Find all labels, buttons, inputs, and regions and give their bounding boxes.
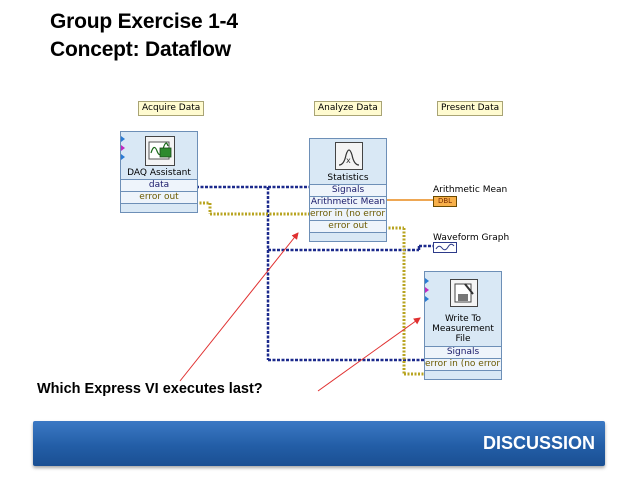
write-file-name-line2: Measurement bbox=[432, 324, 494, 334]
svg-text:x: x bbox=[346, 156, 351, 165]
analyze-data-label: Analyze Data bbox=[314, 101, 382, 116]
daq-error-output[interactable]: error out bbox=[121, 191, 197, 203]
waveform-graph-terminal[interactable] bbox=[433, 242, 457, 253]
statistics-name: Statistics bbox=[327, 173, 369, 183]
present-data-label: Present Data bbox=[437, 101, 504, 116]
arrow-to-statistics bbox=[179, 232, 299, 382]
waveform-icon bbox=[435, 243, 455, 251]
waveform-graph-indicator-label: Waveform Graph bbox=[433, 233, 510, 243]
discussion-banner-text: DISCUSSION bbox=[482, 433, 595, 453]
error-wire-statistics-to-write bbox=[385, 226, 427, 376]
question-text: Which Express VI executes last? bbox=[37, 381, 263, 397]
write-file-name-line3: File bbox=[455, 334, 471, 344]
arithmetic-mean-terminal[interactable]: DBL bbox=[433, 196, 457, 207]
write-file-name-line1: Write To bbox=[444, 314, 482, 324]
statistics-mean-output[interactable]: Arithmetic Mean bbox=[310, 196, 386, 208]
slide-title-line2: Concept: Dataflow bbox=[50, 38, 231, 61]
error-wire-daq-to-statistics bbox=[196, 201, 313, 216]
arithmetic-mean-indicator-label: Arithmetic Mean bbox=[433, 185, 508, 195]
daq-assistant-name: DAQ Assistant bbox=[127, 168, 191, 178]
data-wire-to-waveform-graph bbox=[268, 244, 433, 252]
statistics-icon: x bbox=[335, 142, 363, 170]
statistics-signals-input[interactable]: Signals bbox=[310, 184, 386, 196]
slide-title-line1: Group Exercise 1-4 bbox=[50, 10, 238, 33]
statistics-error-input[interactable]: error in (no error) bbox=[310, 208, 386, 220]
daq-assistant-vi[interactable]: DAQ Assistant data error out bbox=[120, 131, 198, 213]
acquire-data-label: Acquire Data bbox=[138, 101, 205, 116]
statistics-error-output[interactable]: error out bbox=[310, 220, 386, 232]
write-file-icon bbox=[450, 279, 478, 307]
daq-data-output[interactable]: data bbox=[121, 179, 197, 191]
daq-assistant-icon bbox=[145, 136, 175, 166]
discussion-banner: DISCUSSION bbox=[33, 421, 605, 466]
write-file-error-input[interactable]: error in (no error) bbox=[425, 358, 501, 370]
statistics-vi[interactable]: x Statistics Signals Arithmetic Mean err… bbox=[309, 138, 387, 242]
arrow-to-write-file bbox=[317, 317, 421, 392]
write-measurement-file-vi[interactable]: Write To Measurement File Signals error … bbox=[424, 271, 502, 380]
data-wire-daq-to-write bbox=[266, 187, 427, 362]
write-file-signals-input[interactable]: Signals bbox=[425, 346, 501, 358]
